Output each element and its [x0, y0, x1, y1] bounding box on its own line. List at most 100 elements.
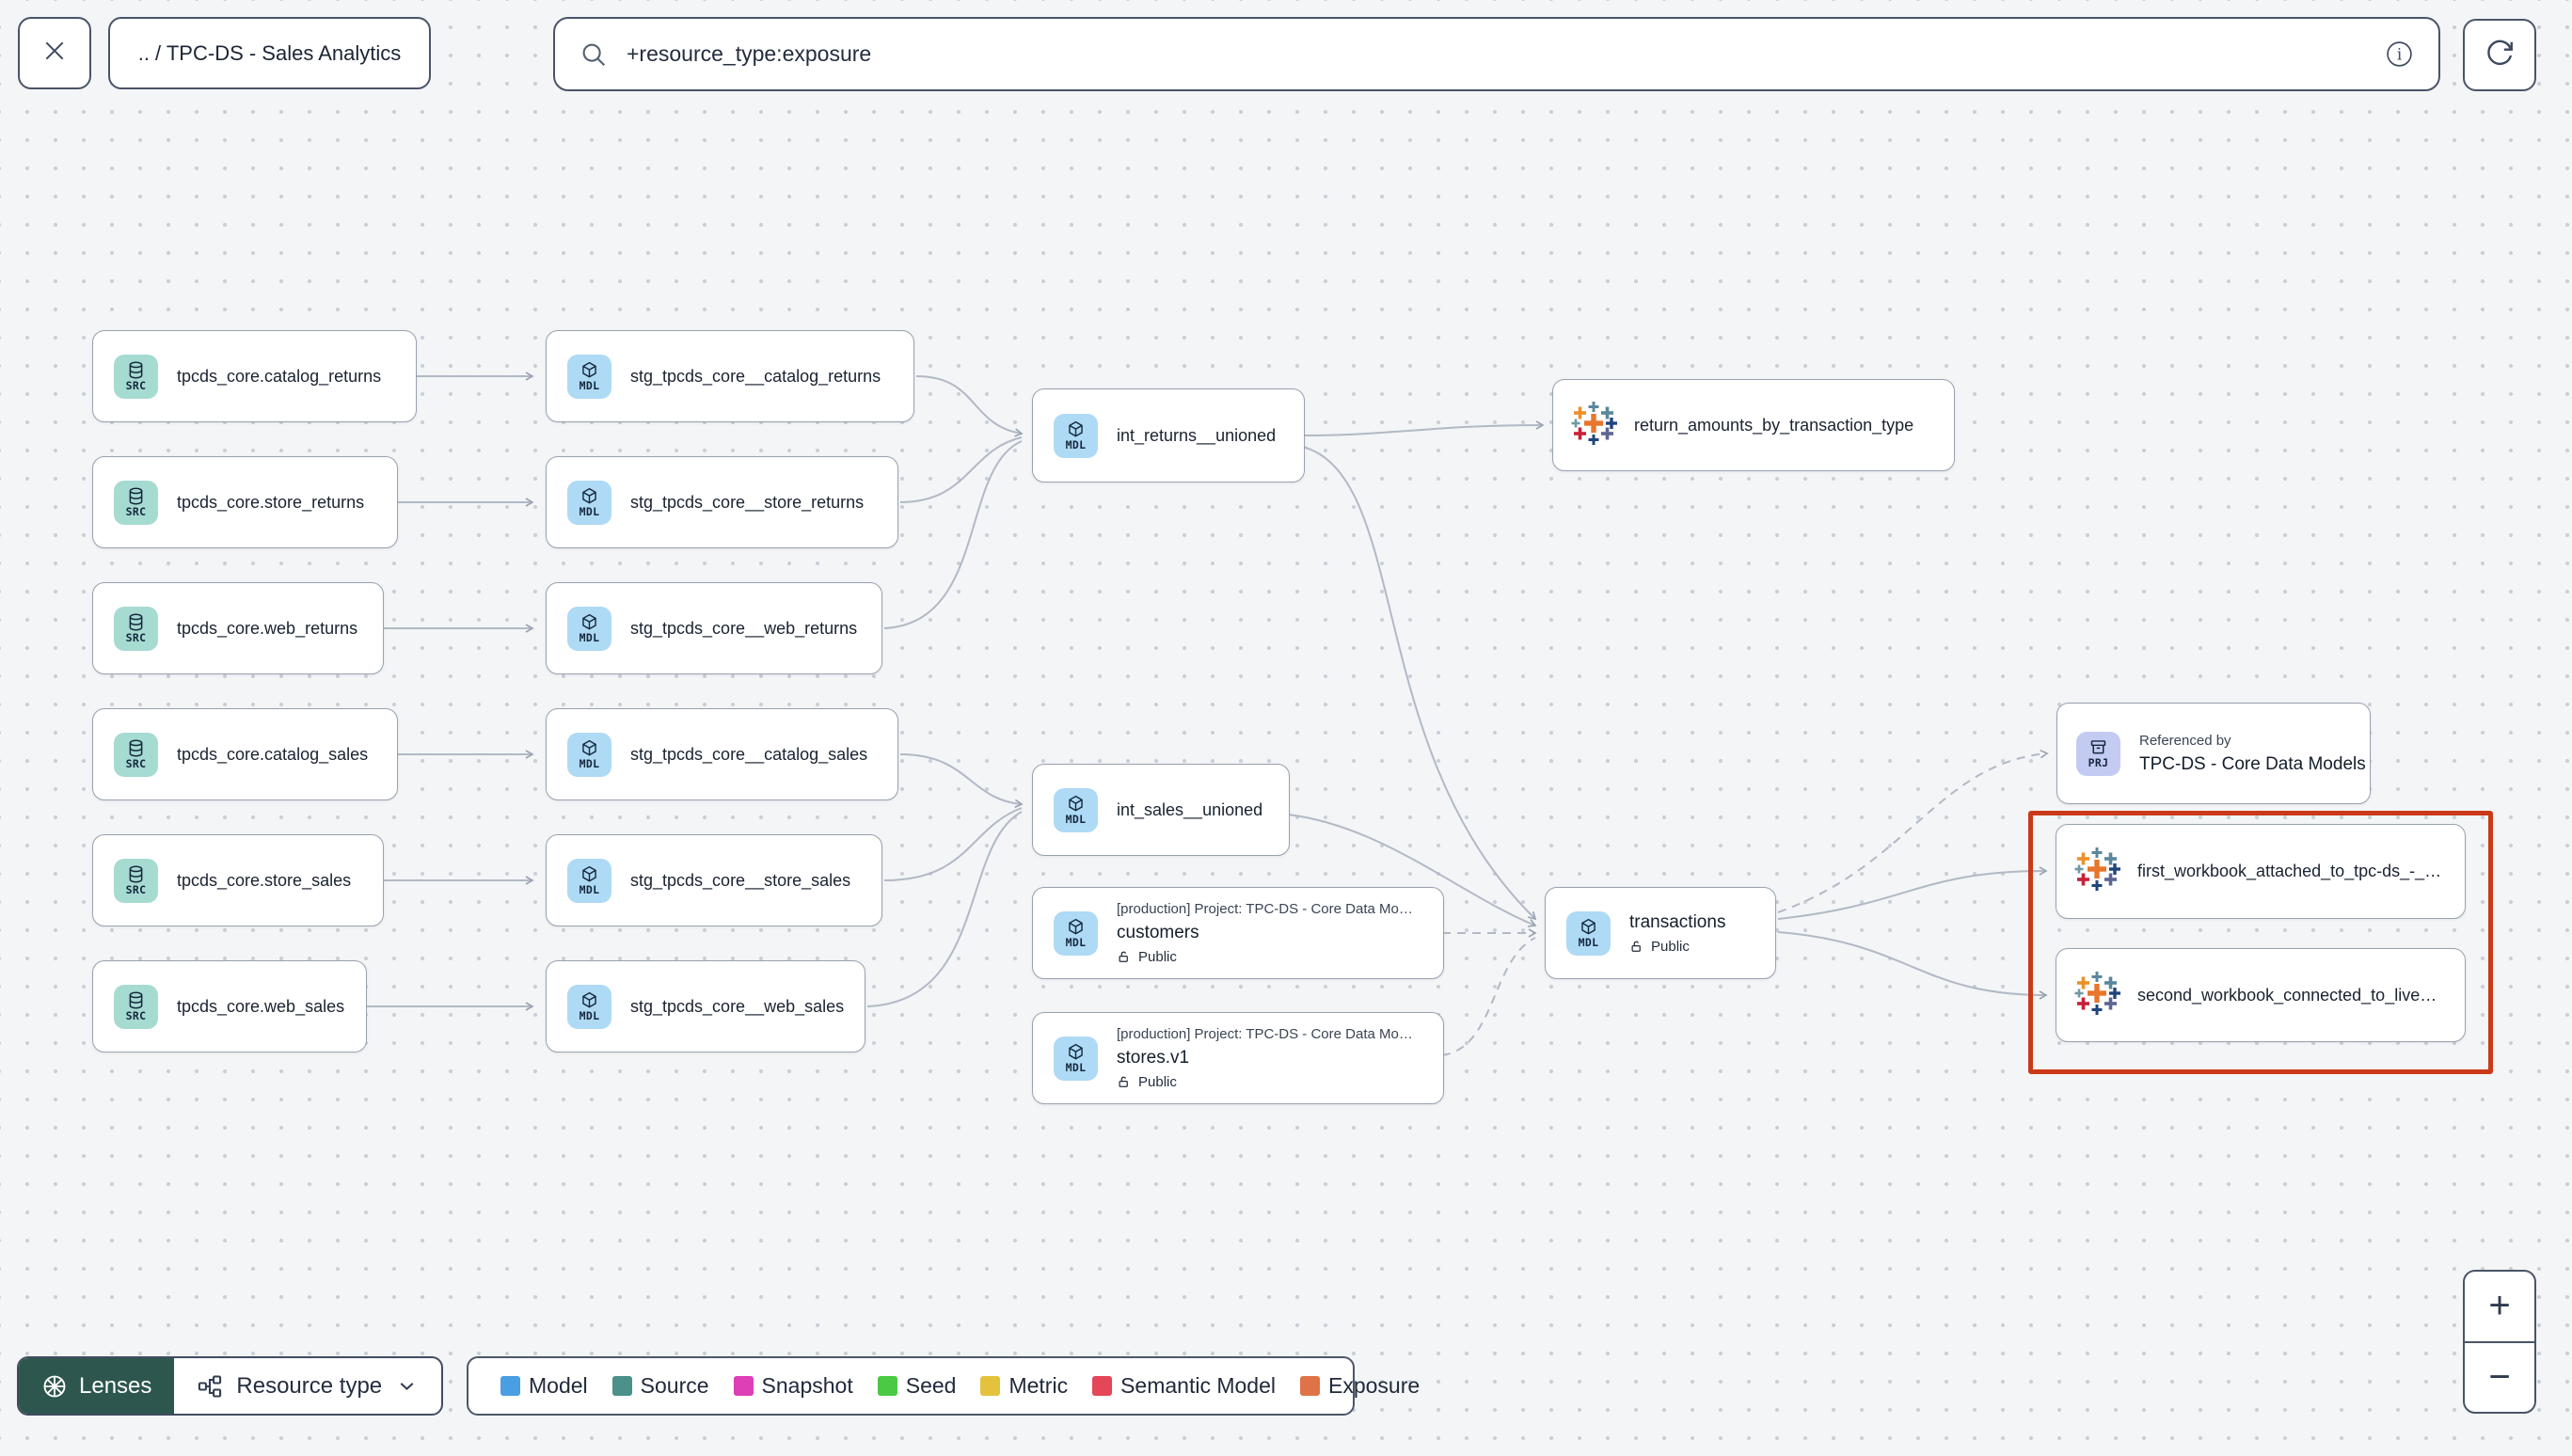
search-bar[interactable]: i [553, 17, 2440, 91]
node-label: stg_tpcds_core__catalog_sales [630, 744, 868, 764]
close-icon [40, 36, 70, 71]
legend-item-snapshot: Snapshot [733, 1373, 853, 1399]
zoom-controls: + − [2463, 1270, 2536, 1414]
legend-item-seed: Seed [877, 1373, 956, 1399]
metric-swatch [980, 1376, 1001, 1396]
node-label: tpcds_core.catalog_returns [177, 366, 382, 386]
node-stg-tpcds-core-catalog-returns[interactable]: MDL stg_tpcds_core__catalog_returns [546, 330, 914, 422]
semantic-model-swatch [1092, 1376, 1113, 1396]
lenses-control: Lenses Resource type [17, 1356, 444, 1416]
model-badge-icon: MDL [567, 984, 611, 1029]
node-customers[interactable]: MDL [production] Project: TPC-DS - Core … [1032, 887, 1444, 979]
source-swatch [611, 1376, 632, 1396]
node-exposure-second-workbook[interactable]: second_workbook_connected_to_live… [2056, 948, 2466, 1042]
node-stg-tpcds-core-catalog-sales[interactable]: MDL stg_tpcds_core__catalog_sales [546, 708, 898, 800]
visibility-row: Public [1629, 939, 1725, 955]
model-badge-icon: MDL [1054, 787, 1098, 832]
node-label: stg_tpcds_core__store_sales [630, 870, 851, 890]
source-badge-icon: SRC [114, 984, 158, 1029]
source-badge-icon: SRC [114, 606, 158, 651]
tableau-icon [2073, 970, 2120, 1021]
lock-open-icon [1117, 950, 1131, 964]
highlight-box [2028, 811, 2493, 1074]
model-badge-icon: MDL [1054, 413, 1098, 458]
exposure-swatch [1300, 1376, 1320, 1396]
visibility-row: Public [1117, 949, 1413, 965]
model-badge-icon: MDL [1054, 1036, 1098, 1081]
node-stores-v1[interactable]: MDL [production] Project: TPC-DS - Core … [1032, 1012, 1444, 1104]
svg-text:i: i [2397, 44, 2402, 63]
node-label: stores.v1 [1117, 1048, 1190, 1068]
source-badge-icon: SRC [114, 354, 158, 399]
project-header: [production] Project: TPC-DS - Core Data… [1117, 901, 1413, 917]
breadcrumb-label: .. / TPC-DS - Sales Analytics [137, 40, 402, 65]
refresh-button[interactable] [2463, 19, 2536, 91]
resource-type-label: Resource type [236, 1372, 383, 1399]
node-referenced-by-project[interactable]: PRJ Referenced by TPC-DS - Core Data Mod… [2056, 703, 2371, 804]
node-exposure-first-workbook[interactable]: first_workbook_attached_to_tpc-ds_-_… [2056, 824, 2466, 919]
referenced-by-label: Referenced by [2139, 732, 2231, 749]
node-int-sales-unioned[interactable]: MDL int_sales__unioned [1032, 764, 1290, 856]
tableau-icon [2073, 846, 2120, 897]
source-badge-icon: SRC [114, 732, 158, 777]
node-src-tpcds-core-web-sales[interactable]: SRC tpcds_core.web_sales [92, 960, 367, 1052]
zoom-in-button[interactable]: + [2465, 1272, 2534, 1343]
project-badge-icon: PRJ [2076, 731, 2120, 776]
refresh-icon [2483, 36, 2516, 74]
project-header: [production] Project: TPC-DS - Core Data… [1117, 1026, 1413, 1042]
breadcrumb[interactable]: .. / TPC-DS - Sales Analytics [108, 17, 431, 89]
node-int-returns-unioned[interactable]: MDL int_returns__unioned [1032, 388, 1305, 483]
node-stg-tpcds-core-web-sales[interactable]: MDL stg_tpcds_core__web_sales [546, 960, 865, 1052]
source-badge-icon: SRC [114, 858, 158, 903]
node-label: return_amounts_by_transaction_type [1634, 415, 1914, 435]
node-label: stg_tpcds_core__store_returns [630, 492, 865, 512]
zoom-out-button[interactable]: − [2488, 1355, 2511, 1398]
node-src-tpcds-core-web-returns[interactable]: SRC tpcds_core.web_returns [92, 582, 384, 674]
node-label: tpcds_core.web_returns [177, 618, 358, 638]
resource-type-dropdown[interactable]: Resource type [174, 1358, 441, 1414]
node-label: tpcds_core.store_returns [177, 492, 365, 512]
node-label: tpcds_core.store_sales [177, 870, 352, 890]
model-swatch [500, 1376, 520, 1396]
node-label: transactions [1629, 911, 1726, 932]
node-label: stg_tpcds_core__catalog_returns [630, 366, 881, 386]
search-input[interactable] [625, 40, 2368, 68]
node-label: int_returns__unioned [1117, 425, 1277, 445]
node-src-tpcds-core-catalog-returns[interactable]: SRC tpcds_core.catalog_returns [92, 330, 417, 422]
node-src-tpcds-core-store-sales[interactable]: SRC tpcds_core.store_sales [92, 834, 384, 926]
seed-swatch [877, 1376, 897, 1396]
model-badge-icon: MDL [1566, 910, 1611, 956]
node-label: customers [1117, 923, 1199, 942]
node-exposure-return-amounts-by-transaction-type[interactable]: return_amounts_by_transaction_type [1552, 379, 1955, 471]
node-label: first_workbook_attached_to_tpc-ds_-_… [2137, 862, 2442, 880]
info-icon[interactable]: i [2385, 40, 2414, 69]
node-stg-tpcds-core-store-sales[interactable]: MDL stg_tpcds_core__store_sales [546, 834, 882, 926]
node-label: tpcds_core.catalog_sales [177, 744, 369, 764]
node-label: second_workbook_connected_to_live… [2137, 985, 2437, 1005]
legend-item-metric: Metric [980, 1373, 1068, 1399]
visibility-row: Public [1117, 1074, 1413, 1090]
model-badge-icon: MDL [567, 354, 611, 399]
lenses-button[interactable]: Lenses [19, 1358, 175, 1414]
chevron-down-icon [395, 1374, 419, 1398]
node-label: int_sales__unioned [1117, 799, 1263, 819]
model-badge-icon: MDL [567, 480, 611, 525]
node-src-tpcds-core-store-returns[interactable]: SRC tpcds_core.store_returns [92, 456, 398, 548]
model-badge-icon: MDL [1054, 910, 1098, 956]
legend-item-source: Source [611, 1373, 709, 1399]
node-transactions[interactable]: MDL transactions Public [1545, 887, 1776, 979]
close-button[interactable] [18, 17, 91, 89]
aperture-icon [41, 1373, 68, 1400]
node-label: TPC-DS - Core Data Models [2139, 753, 2366, 774]
node-stg-tpcds-core-web-returns[interactable]: MDL stg_tpcds_core__web_returns [546, 582, 882, 674]
legend-item-exposure: Exposure [1300, 1373, 1420, 1399]
node-label: tpcds_core.web_sales [177, 996, 345, 1016]
model-badge-icon: MDL [567, 732, 611, 777]
legend-item-semantic-model: Semantic Model [1092, 1373, 1276, 1399]
node-src-tpcds-core-catalog-sales[interactable]: SRC tpcds_core.catalog_sales [92, 708, 398, 800]
resource-type-icon [197, 1373, 223, 1400]
node-stg-tpcds-core-store-returns[interactable]: MDL stg_tpcds_core__store_returns [546, 456, 898, 548]
model-badge-icon: MDL [567, 606, 611, 651]
model-badge-icon: MDL [567, 858, 611, 903]
